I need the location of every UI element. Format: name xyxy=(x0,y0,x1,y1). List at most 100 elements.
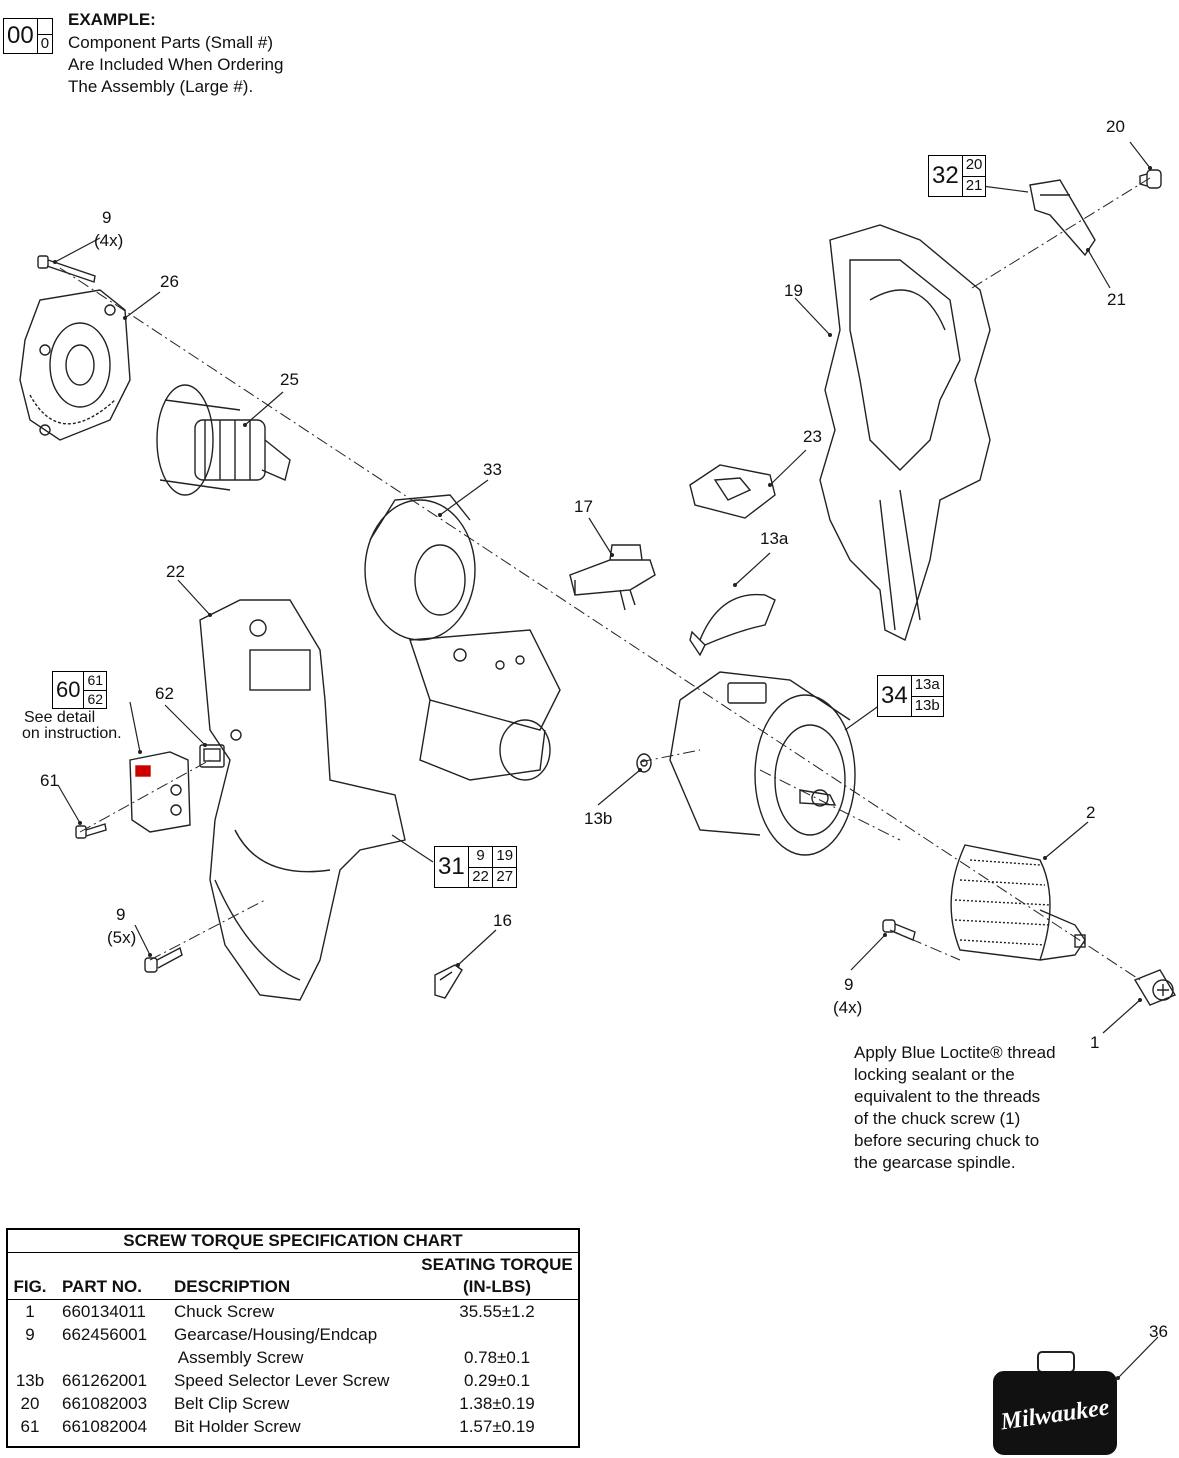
callout-20: 20 xyxy=(1106,117,1125,136)
endcap-26-part xyxy=(19,289,131,441)
rotor-25-part xyxy=(156,384,291,496)
callout-61: 61 xyxy=(40,771,59,790)
bit-holder-60-part xyxy=(129,751,191,833)
housing-19-part xyxy=(819,224,991,641)
callout-26: 26 xyxy=(160,272,179,291)
row-torque: 35.55±1.2 xyxy=(459,1302,535,1321)
kit-32-sub-1: 20 xyxy=(965,156,983,173)
callout-1: 1 xyxy=(1090,1033,1100,1052)
torque-spec-table: SCREW TORQUE SPECIFICATION CHART FIG. PA… xyxy=(6,1228,580,1448)
callout-25: 25 xyxy=(280,370,299,389)
kit-60-number: 60 xyxy=(56,677,81,702)
header-part-no: PART NO. xyxy=(62,1277,142,1296)
callout-19: 19 xyxy=(784,281,803,300)
loctite-note-6: the gearcase spindle. xyxy=(854,1153,1016,1172)
example-line-1: Component Parts (Small #) xyxy=(68,33,274,52)
example-line-3: The Assembly (Large #). xyxy=(68,77,254,96)
alignment-axes xyxy=(59,177,1151,981)
handle-housing-22-part xyxy=(199,599,406,1001)
kit-31-sub-2: 19 xyxy=(492,847,516,867)
kit-34-number: 34 xyxy=(881,682,908,709)
row-desc: Assembly Screw xyxy=(174,1348,304,1367)
lever-13a-part xyxy=(689,593,776,657)
loctite-note-2: locking sealant or the xyxy=(854,1065,1015,1084)
kit-60-sub-2: 62 xyxy=(84,690,107,708)
kit-31-sub-3: 22 xyxy=(468,867,493,887)
loctite-note-3: equivalent to the threads xyxy=(854,1087,1041,1106)
example-kit-box: 00 0 xyxy=(3,18,54,54)
row-desc: Chuck Screw xyxy=(174,1302,275,1321)
carry-case-36-part xyxy=(993,1351,1117,1455)
header-fig: FIG. xyxy=(13,1277,47,1296)
row-fig: 61 xyxy=(20,1417,40,1436)
row-desc: Belt Clip Screw xyxy=(174,1394,290,1413)
row-part: 660134011 xyxy=(62,1302,146,1321)
callout-2: 2 xyxy=(1086,803,1096,822)
callout-36: 36 xyxy=(1149,1322,1168,1341)
row-fig: 20 xyxy=(20,1394,40,1413)
callout-22: 22 xyxy=(166,562,185,581)
screw-9-top-part xyxy=(37,255,96,283)
callout-9-right-qty: (4x) xyxy=(833,998,863,1017)
kit-34-sub-1: 13a xyxy=(914,676,940,693)
header-description: DESCRIPTION xyxy=(174,1277,291,1296)
loctite-note-5: before securing chuck to xyxy=(854,1131,1040,1150)
row-torque: 1.57±0.19 xyxy=(459,1417,535,1436)
gearbox-34-part xyxy=(669,671,856,856)
table-row: 20 661082003 Belt Clip Screw 1.38±0.19 xyxy=(8,1392,578,1415)
callout-16: 16 xyxy=(493,911,512,930)
callout-62: 62 xyxy=(155,684,174,703)
row-desc: Bit Holder Screw xyxy=(174,1417,301,1436)
kit-32-box: 32 20 21 xyxy=(928,155,987,197)
kit-60-sub-1: 61 xyxy=(87,672,104,688)
magnet-62-part xyxy=(199,744,225,768)
chuck-2-part xyxy=(950,844,1086,961)
kit-60-note-2: on instruction. xyxy=(22,725,122,742)
callout-9-right: 9 xyxy=(844,975,854,994)
callout-9-left-qty: (5x) xyxy=(107,928,137,947)
row-fig: 9 xyxy=(25,1325,35,1344)
table-row: 1 660134011 Chuck Screw 35.55±1.2 xyxy=(8,1300,578,1323)
kit-34-sub-2: 13b xyxy=(911,696,943,716)
kit-60-box: 60 61 62 xyxy=(52,671,108,709)
screw-9-right-part xyxy=(882,919,916,941)
screw-13b-part xyxy=(636,753,652,773)
selector-23-part xyxy=(689,464,776,519)
table-row: 13b 661262001 Speed Selector Lever Screw… xyxy=(8,1369,578,1392)
example-line-2: Are Included When Ordering xyxy=(68,55,284,74)
row-part: 661082004 xyxy=(62,1417,148,1436)
kit-31-box: 31 9 19 22 27 xyxy=(434,846,518,888)
callout-9-left: 9 xyxy=(116,905,126,924)
kit-31-number: 31 xyxy=(438,853,465,880)
kit-31-sub-1: 9 xyxy=(476,847,485,864)
row-torque: 0.78±0.1 xyxy=(463,1348,531,1367)
callout-13a: 13a xyxy=(760,529,789,548)
kit-31-sub-4: 27 xyxy=(492,867,517,887)
example-heading: EXAMPLE: xyxy=(68,10,156,29)
example-small-number: 0 xyxy=(37,34,53,53)
callout-9-top: 9 xyxy=(102,208,112,227)
contact-16-part xyxy=(434,964,463,999)
screw-20-part xyxy=(1139,169,1162,189)
header-units: (IN-LBS) xyxy=(463,1277,531,1296)
belt-clip-21-part xyxy=(1029,179,1096,257)
row-desc: Gearcase/Housing/Endcap xyxy=(174,1325,378,1344)
row-fig: 1 xyxy=(25,1302,35,1321)
row-part: 661082003 xyxy=(62,1394,148,1413)
callout-21: 21 xyxy=(1107,290,1126,309)
callout-13b: 13b xyxy=(584,809,613,828)
example-big-number: 00 xyxy=(7,22,34,49)
callout-9-top-qty: (4x) xyxy=(94,231,124,250)
row-part: 661262001 xyxy=(62,1371,148,1390)
leader-lines xyxy=(54,141,1159,1379)
screw-61-part xyxy=(75,823,107,839)
chuck-screw-1-part xyxy=(1133,969,1177,1006)
kit-32-sub-2: 21 xyxy=(962,176,986,196)
kit-32-number: 32 xyxy=(932,162,959,189)
table-row: Assembly Screw 0.78±0.1 xyxy=(8,1346,578,1369)
row-torque: 0.29±0.1 xyxy=(463,1371,531,1390)
kit-60-note-1: See detail xyxy=(24,709,96,726)
stator-pcb-33-part xyxy=(364,494,561,781)
row-torque: 1.38±0.19 xyxy=(459,1394,535,1413)
table-row: 9 662456001 Gearcase/Housing/Endcap xyxy=(8,1323,578,1346)
